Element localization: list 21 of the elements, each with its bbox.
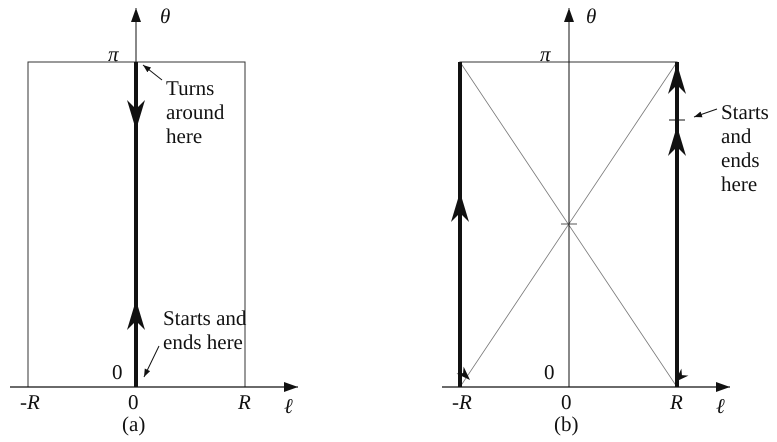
theta-label: θ [586,4,596,28]
tick-label: -R [20,390,40,414]
leader-line [144,346,160,378]
annotation-text: Starts and ends here [721,100,777,196]
panel-label: (a) [122,412,146,436]
tick-label: π [108,42,119,66]
tick-label: -R [452,390,472,414]
tick-label: R [670,390,683,414]
annotation-text: Turns around here [166,76,236,148]
tick-label: R [238,390,251,414]
panel-label: (b) [554,412,578,436]
axis-label: ℓ [284,394,293,418]
tick-label: 0 [561,390,572,414]
tick-label: 0 [112,360,122,384]
theta-label: θ [160,4,170,28]
tick-label: 0 [128,390,138,414]
axis-label: ℓ [716,394,725,418]
tick-label: π [540,42,551,66]
leader-line [142,64,162,80]
leader-line [694,108,718,118]
tick-label: 0 [544,360,554,384]
